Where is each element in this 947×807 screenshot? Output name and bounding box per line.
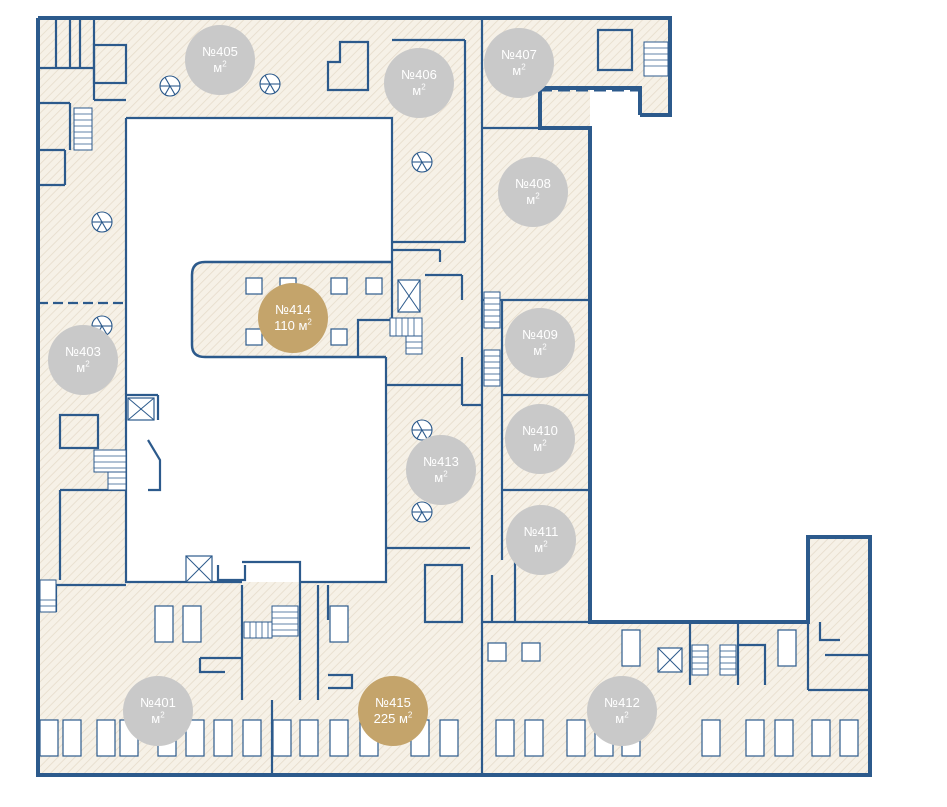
- room-number: №401: [140, 695, 176, 710]
- room-number: №406: [401, 67, 437, 82]
- room-area: м2: [533, 438, 547, 454]
- room-number: №407: [501, 47, 537, 62]
- room-area: м2: [534, 539, 548, 555]
- room-badge-408[interactable]: №408 м2: [498, 157, 568, 227]
- room-number: №410: [522, 423, 558, 438]
- room-number: №414: [275, 302, 311, 317]
- room-number: №409: [522, 327, 558, 342]
- room-badge-407[interactable]: №407 м2: [484, 28, 554, 98]
- courtyard: [126, 118, 392, 582]
- room-area: м2: [213, 59, 227, 75]
- room-badge-405[interactable]: №405 м2: [185, 25, 255, 95]
- room-number: №411: [523, 524, 559, 539]
- room-badge-415[interactable]: №415 225 м2: [358, 676, 428, 746]
- lift-crosses: [127, 279, 683, 673]
- stair-steps: [40, 47, 736, 670]
- room-area: м2: [434, 469, 448, 485]
- room-badge-409[interactable]: №409 м2: [505, 308, 575, 378]
- room-area: м2: [526, 191, 540, 207]
- room-badge-406[interactable]: №406 м2: [384, 48, 454, 118]
- room-badge-412[interactable]: №412 м2: [587, 676, 657, 746]
- room-number: №415: [375, 695, 411, 710]
- room-area: м2: [412, 82, 426, 98]
- room-badge-403[interactable]: №403 м2: [48, 325, 118, 395]
- room-number: №408: [515, 176, 551, 191]
- room-area: м2: [512, 62, 526, 78]
- room-badge-410[interactable]: №410 м2: [505, 404, 575, 474]
- room-area: м2: [151, 710, 165, 726]
- room-number: №403: [65, 344, 101, 359]
- room-area: м2: [533, 342, 547, 358]
- room-area: м2: [76, 359, 90, 375]
- dashed-walls: [538, 88, 640, 620]
- interior-walls: [38, 18, 870, 775]
- outside-area: [590, 130, 947, 537]
- room-area: м2: [615, 710, 629, 726]
- room-number: №412: [604, 695, 640, 710]
- room-badge-401[interactable]: №401 м2: [123, 676, 193, 746]
- room-badge-414[interactable]: №414 110 м2: [258, 283, 328, 353]
- room-area: 225 м2: [373, 710, 413, 726]
- courtyards: [126, 0, 947, 582]
- room-number: №405: [202, 44, 238, 59]
- spiral-stairs: [91, 73, 433, 523]
- room-number: №413: [423, 454, 459, 469]
- room-area: 110 м2: [274, 317, 312, 333]
- room-badge-413[interactable]: №413 м2: [406, 435, 476, 505]
- room-badge-411[interactable]: №411 м2: [506, 505, 576, 575]
